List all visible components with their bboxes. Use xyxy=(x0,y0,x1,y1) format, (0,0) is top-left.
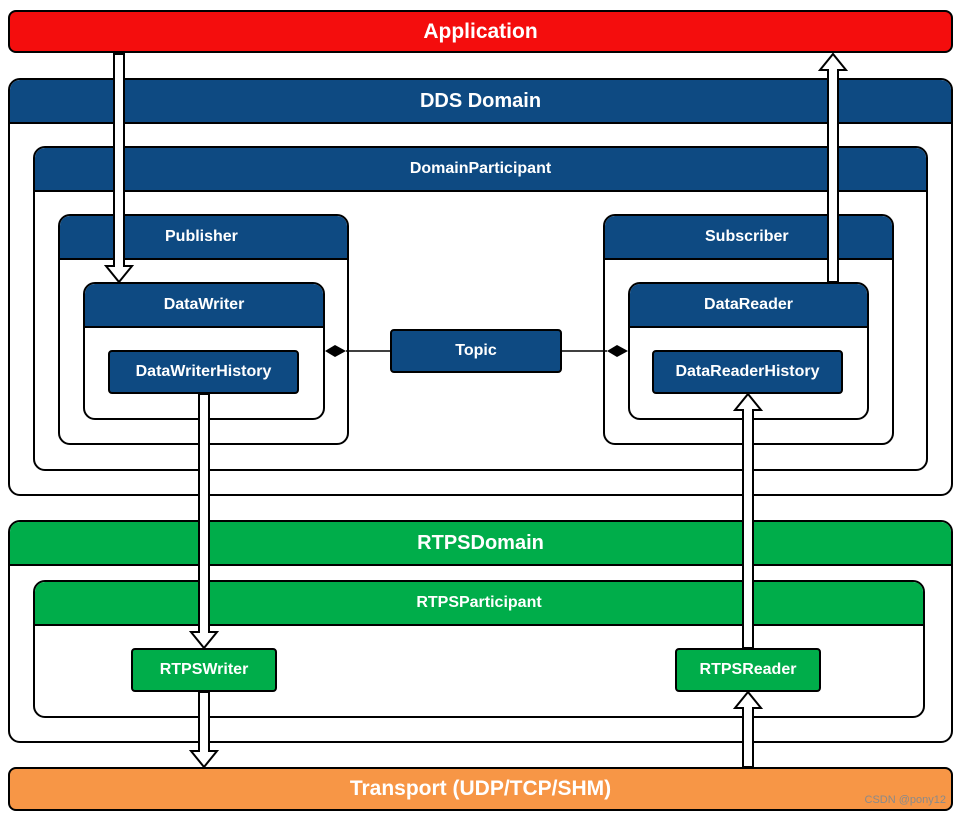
application-label: Application xyxy=(423,19,538,43)
dds-domain-header: DDS Domain xyxy=(10,80,951,124)
watermark: CSDN @pony12 xyxy=(864,794,946,806)
topic-label: Topic xyxy=(455,342,497,359)
data-reader-title: DataReader xyxy=(704,296,793,313)
data-reader-history: DataReaderHistory xyxy=(652,350,843,394)
data-writer-title: DataWriter xyxy=(163,296,245,313)
rtps-domain-header: RTPSDomain xyxy=(10,522,951,566)
subscriber-title: Subscriber xyxy=(705,228,789,245)
topic-node: Topic xyxy=(390,329,562,373)
rtps-reader-label: RTPSReader xyxy=(699,661,797,678)
data-writer-header: DataWriter xyxy=(85,284,323,328)
domain-participant-title: DomainParticipant xyxy=(409,160,552,177)
data-reader-history-label: DataReaderHistory xyxy=(675,363,820,380)
publisher-header: Publisher xyxy=(60,216,347,260)
rtps-participant-header: RTPSParticipant xyxy=(35,582,923,626)
subscriber-header: Subscriber xyxy=(605,216,892,260)
data-reader-header: DataReader xyxy=(630,284,867,328)
rtps-domain-title: RTPSDomain xyxy=(417,531,544,554)
rtps-writer-label: RTPSWriter xyxy=(159,661,249,678)
rtps-reader-node: RTPSReader xyxy=(675,648,821,692)
transport-label: Transport (UDP/TCP/SHM) xyxy=(349,777,612,800)
dds-domain-title: DDS Domain xyxy=(419,89,542,112)
data-writer-history-label: DataWriterHistory xyxy=(135,363,272,380)
rtps-participant-title: RTPSParticipant xyxy=(416,594,542,611)
rtps-participant-box: RTPSParticipant xyxy=(33,580,925,718)
domain-participant-header: DomainParticipant xyxy=(35,148,926,192)
data-writer-history: DataWriterHistory xyxy=(108,350,299,394)
transport-bar: Transport (UDP/TCP/SHM) xyxy=(8,767,953,811)
rtps-writer-node: RTPSWriter xyxy=(131,648,277,692)
publisher-title: Publisher xyxy=(165,228,238,245)
application-bar: Application xyxy=(8,10,953,53)
